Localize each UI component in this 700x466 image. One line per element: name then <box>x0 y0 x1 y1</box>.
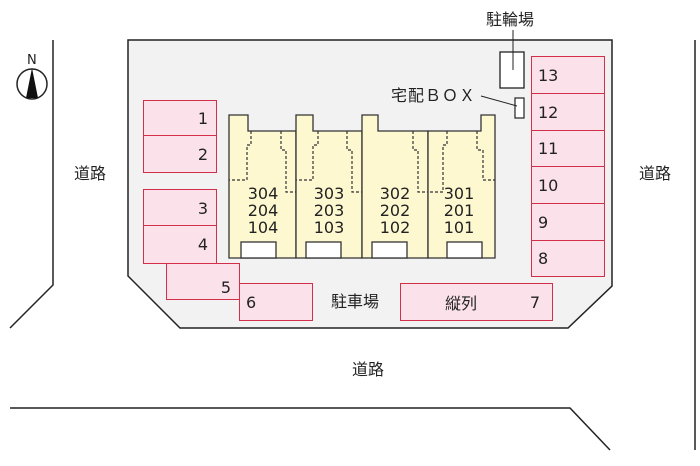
unit-number: 201 <box>443 201 475 220</box>
unit-parking-boxes <box>240 241 483 259</box>
road-edge-bottom <box>10 407 611 451</box>
space-number: 9 <box>538 212 549 232</box>
unit-number: 102 <box>379 218 411 237</box>
space-number: 7 <box>529 292 540 312</box>
parking-space-11: 11 <box>531 130 605 167</box>
parking-space-1: 1 <box>143 100 217 137</box>
parking-lot-label: 駐車場 <box>331 292 380 311</box>
delivery-box <box>514 97 525 119</box>
unit-number: 302 <box>379 184 411 203</box>
interior-dashed-lines <box>229 131 495 193</box>
space-number: 6 <box>246 292 257 312</box>
space-number: 10 <box>538 175 559 195</box>
space-number: 2 <box>197 144 208 164</box>
space-number: 3 <box>197 198 208 218</box>
space-number: 13 <box>538 65 559 85</box>
north-compass-icon <box>16 68 48 100</box>
parking-space-10: 10 <box>531 166 605 204</box>
parking-space-4: 4 <box>143 225 217 264</box>
delivery-box-label: 宅配ＢＯＸ <box>391 86 477 105</box>
space-number: 12 <box>538 102 559 122</box>
delivery-box-leader <box>480 95 518 107</box>
space-number: 11 <box>538 139 559 158</box>
unit-number: 203 <box>313 201 345 220</box>
unit-number: 202 <box>379 201 411 220</box>
unit-number: 204 <box>247 201 279 220</box>
road-label-bottom: 道路 <box>352 360 385 379</box>
unit-number: 304 <box>247 184 279 203</box>
unit-number: 101 <box>443 218 475 237</box>
parking-space-12: 12 <box>531 93 605 131</box>
parking-space-7: 縦列 7 <box>400 283 553 321</box>
unit-numbers-04: 304 204 104 <box>233 185 293 236</box>
parking-space-5: 5 <box>166 263 240 300</box>
road-label-right: 道路 <box>639 164 672 183</box>
parking-space-2: 2 <box>143 135 217 173</box>
parking-space-3: 3 <box>143 189 217 227</box>
space-number: 5 <box>220 278 231 297</box>
unit-number: 301 <box>443 184 475 203</box>
unit-numbers-02: 302 202 102 <box>365 185 425 236</box>
parking-space-9: 9 <box>531 203 605 241</box>
bicycle-parking-label: 駐輪場 <box>486 10 535 29</box>
unit-number: 103 <box>313 218 345 237</box>
unit-01 <box>427 114 496 259</box>
building <box>228 114 496 259</box>
parking-space-8: 8 <box>531 240 605 277</box>
bicycle-parking-shelter <box>499 51 525 89</box>
road-edge-left <box>9 40 54 329</box>
space-number: 8 <box>538 249 549 268</box>
tandem-note: 縦列 <box>445 294 478 313</box>
parking-space-13: 13 <box>531 56 605 94</box>
unit-numbers-03: 303 203 103 <box>299 185 359 236</box>
space-number: 1 <box>197 109 208 128</box>
unit-numbers-01: 301 201 101 <box>429 185 489 236</box>
space-number: 4 <box>197 235 208 254</box>
unit-number: 104 <box>247 218 279 237</box>
parking-space-6: 6 <box>239 283 313 321</box>
unit-number: 303 <box>313 184 345 203</box>
north-label: N <box>27 53 37 68</box>
road-label-left: 道路 <box>74 164 107 183</box>
